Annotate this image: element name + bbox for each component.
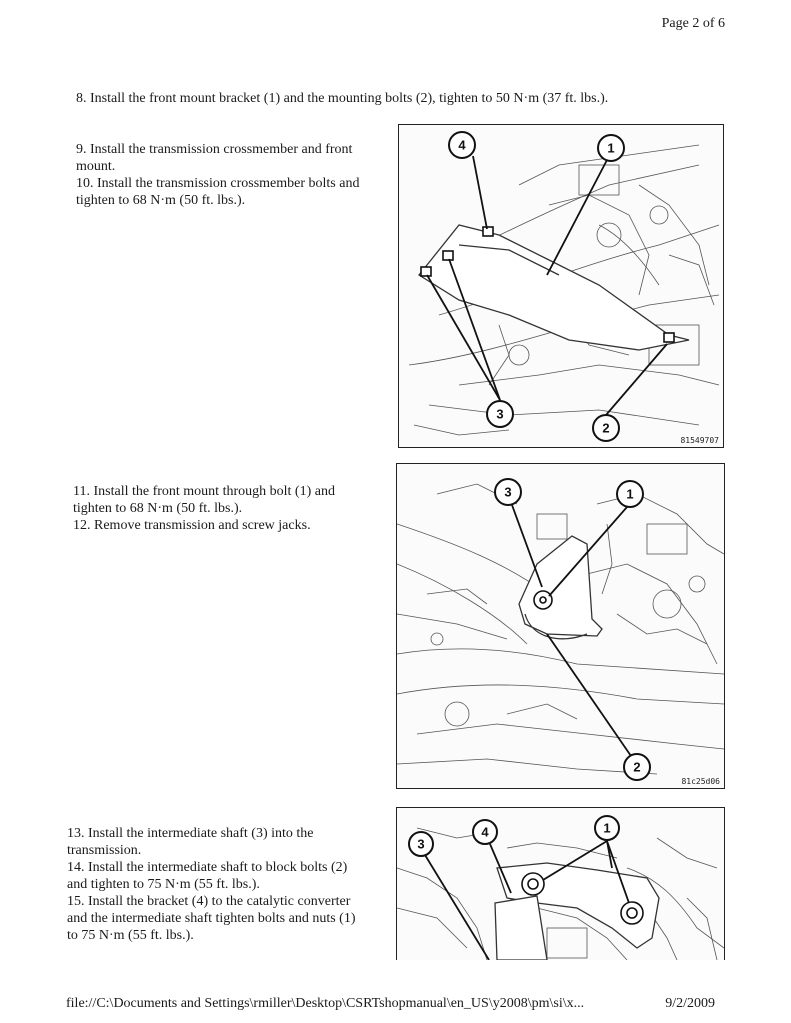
svg-text:4: 4 [458, 138, 466, 153]
svg-text:1: 1 [626, 487, 633, 502]
callout-3: 3 [494, 478, 522, 506]
svg-text:1: 1 [607, 141, 614, 156]
callout-1: 1 [594, 815, 620, 841]
svg-text:2: 2 [633, 760, 640, 775]
crossmember-illustration: 4 1 3 2 [408, 131, 720, 442]
figure-code: 81549707 [680, 436, 719, 445]
step-8-text: 8. Install the front mount bracket (1) a… [76, 91, 609, 106]
callout-2: 2 [592, 414, 620, 442]
steps-11-12: 11. Install the front mount through bolt… [73, 483, 335, 534]
callout-2: 2 [623, 753, 651, 781]
figure-crossmember: 4 1 3 2 81549707 [398, 124, 724, 448]
text-line: mount. [76, 159, 116, 174]
svg-text:4: 4 [481, 825, 489, 840]
text-line: 9. Install the transmission crossmember … [76, 142, 353, 157]
callout-3: 3 [486, 400, 514, 428]
callout-4: 4 [448, 131, 476, 159]
svg-text:2: 2 [602, 421, 609, 436]
text-line: 13. Install the intermediate shaft (3) i… [67, 826, 314, 841]
footer-file-path: file://C:\Documents and Settings\rmiller… [66, 996, 585, 1011]
svg-text:3: 3 [504, 485, 511, 500]
text-line: tighten to 68 N·m (50 ft. lbs.). [73, 501, 243, 516]
steps-9-10: 9. Install the transmission crossmember … [76, 141, 359, 209]
footer-date: 9/2/2009 [665, 996, 715, 1011]
callout-1: 1 [616, 480, 644, 508]
callout-4: 4 [472, 819, 498, 845]
figure-code: 81c25d06 [681, 777, 720, 786]
text-line: 14. Install the intermediate shaft to bl… [67, 860, 348, 875]
text-line: and the intermediate shaft tighten bolts… [67, 911, 356, 926]
text-line: 15. Install the bracket (4) to the catal… [67, 894, 351, 909]
text-line: 12. Remove transmission and screw jacks. [73, 518, 311, 533]
svg-text:3: 3 [496, 407, 503, 422]
svg-text:3: 3 [417, 837, 424, 852]
text-line: 10. Install the transmission crossmember… [76, 176, 360, 191]
callout-3: 3 [408, 831, 434, 857]
text-line: and tighten to 75 N·m (55 ft. lbs.). [67, 877, 260, 892]
svg-text:1: 1 [603, 821, 610, 836]
intermediate-shaft-illustration: 3 4 1 [397, 815, 724, 960]
text-line: 11. Install the front mount through bolt… [73, 484, 335, 499]
callout-1: 1 [597, 134, 625, 162]
text-line: to 75 N·m (55 ft. lbs.). [67, 928, 194, 943]
text-line: transmission. [67, 843, 142, 858]
figure-intermediate-shaft: 3 4 1 [396, 807, 725, 960]
front-mount-illustration: 3 1 2 [397, 478, 724, 781]
figure-front-mount: 3 1 2 81c25d06 [396, 463, 725, 789]
text-line: tighten to 68 N·m (50 ft. lbs.). [76, 193, 246, 208]
steps-13-15: 13. Install the intermediate shaft (3) i… [67, 825, 355, 944]
page-number: Page 2 of 6 [661, 16, 725, 31]
